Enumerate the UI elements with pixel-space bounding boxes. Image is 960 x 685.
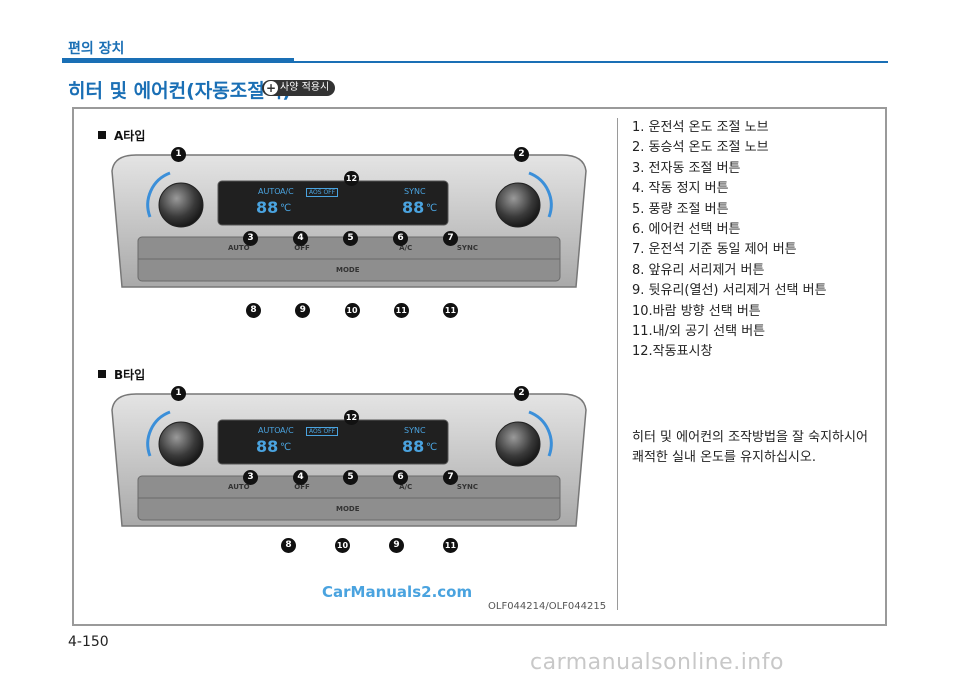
- callout-5: 5: [343, 231, 358, 246]
- callout-11: 11: [443, 538, 458, 553]
- display-sync: SYNC: [404, 426, 426, 435]
- callout-11a: 11: [393, 303, 409, 318]
- type-a-label: A타입: [98, 127, 145, 144]
- callout-1: 1: [171, 386, 186, 401]
- list-item: 7. 운전석 기준 동일 제어 버튼: [632, 242, 797, 258]
- type-b-label-text: B타입: [114, 368, 146, 382]
- callout-3: 3: [243, 470, 258, 485]
- callout-10: 10: [335, 538, 350, 553]
- page-number: 4-150: [68, 634, 109, 650]
- list-item: 11.내/외 공기 선택 버튼: [632, 324, 766, 340]
- display-aos: AOS OFF: [306, 188, 339, 197]
- display-temp-left: 88: [256, 198, 279, 217]
- auto-button[interactable]: AUTO: [228, 244, 250, 252]
- climate-panel-b: AUTO A/C AOS OFF SYNC 88 ℃ 88 ℃ AUTO OFF…: [108, 384, 590, 553]
- callout-6: 6: [393, 470, 408, 485]
- callout-row-bottom: 8 10 9 11: [281, 538, 458, 553]
- list-item: 1. 운전석 온도 조절 노브: [632, 120, 769, 135]
- off-button[interactable]: OFF: [294, 483, 310, 491]
- sync-button[interactable]: SYNC: [456, 483, 478, 491]
- list-item: 10.바람 방향 선택 버튼: [632, 303, 761, 319]
- footer-watermark: carmanualsonline.info: [530, 650, 784, 675]
- list-item: 9. 뒷유리(열선) 서리제거 선택 버튼: [632, 283, 827, 299]
- mode-button[interactable]: MODE: [336, 266, 360, 274]
- callout-6: 6: [393, 231, 408, 246]
- callout-9: 9: [389, 538, 404, 553]
- type-a-label-text: A타입: [114, 129, 146, 143]
- callout-4: 4: [293, 470, 308, 485]
- callout-10: 10: [344, 303, 360, 318]
- top-button-row: AUTO OFF A/C SYNC: [228, 483, 478, 497]
- display-unit-right: ℃: [426, 203, 438, 214]
- panel-b-illustration: [111, 393, 587, 527]
- display-unit-right: ℃: [426, 442, 438, 453]
- frame-divider: [617, 118, 618, 610]
- display-temp-right: 88: [402, 198, 425, 217]
- display-sync: SYNC: [404, 187, 426, 196]
- page-title: 히터 및 에어컨(자동조절식): [68, 80, 291, 102]
- callout-2: 2: [514, 147, 529, 162]
- plus-icon: +: [264, 81, 278, 95]
- off-button[interactable]: OFF: [294, 244, 310, 252]
- description-line: 쾌적한 실내 온도를 유지하십시오.: [632, 450, 816, 465]
- callout-11b: 11: [443, 303, 458, 318]
- callout-8: 8: [246, 303, 261, 318]
- sync-button[interactable]: SYNC: [456, 244, 478, 252]
- climate-panel-a: AUTO A/C AOS OFF SYNC 88 ℃ 88 ℃ AUTO OFF…: [108, 145, 590, 318]
- list-item: 6. 에어컨 선택 버튼: [632, 222, 741, 238]
- list-item: 8. 앞유리 서리제거 버튼: [632, 262, 765, 278]
- display-temp-right: 88: [402, 437, 425, 456]
- callout-4: 4: [293, 231, 308, 246]
- component-list: 1. 운전석 온도 조절 노브 2. 동승석 온도 조절 노브 3. 전자동 조…: [632, 118, 827, 363]
- section-title: 편의 장치: [68, 41, 125, 57]
- square-bullet-icon: [98, 370, 106, 378]
- callout-row-bottom: 8 9 10 11 11: [246, 303, 458, 318]
- figure-caption: OLF044214/OLF044215: [488, 601, 607, 612]
- callout-12: 12: [344, 410, 359, 425]
- list-item: 5. 풍량 조절 버튼: [632, 201, 729, 217]
- header-rule-thick: [62, 58, 294, 63]
- list-item: 3. 전자동 조절 버튼: [632, 160, 741, 176]
- option-badge: + 사양 적용시: [262, 80, 336, 96]
- list-item: 2. 동승석 온도 조절 노브: [632, 140, 769, 156]
- description-line: 히터 및 에어컨의 조작방법을 잘 숙지하시어: [632, 430, 868, 445]
- header-rule-thin: [294, 61, 888, 63]
- callout-7: 7: [443, 470, 458, 485]
- list-item: 4. 작동 정지 버튼: [632, 181, 729, 197]
- callout-7: 7: [443, 231, 458, 246]
- option-badge-label: 사양 적용시: [280, 82, 330, 93]
- ac-button[interactable]: A/C: [399, 483, 413, 491]
- figure-frame: [72, 107, 887, 626]
- mode-button[interactable]: MODE: [336, 505, 360, 513]
- callout-1: 1: [171, 147, 186, 162]
- callout-5: 5: [343, 470, 358, 485]
- type-b-label: B타입: [98, 366, 145, 383]
- callout-row-mid: 3 4 5 6 7: [243, 231, 458, 246]
- display-auto: AUTO: [258, 426, 281, 435]
- callout-2: 2: [514, 386, 529, 401]
- top-button-row: AUTO OFF A/C SYNC: [228, 244, 478, 258]
- list-item: 12.작동표시창: [632, 344, 713, 360]
- panel-a-illustration: [111, 154, 587, 288]
- display-temp-left: 88: [256, 437, 279, 456]
- display-ac: A/C: [280, 187, 294, 196]
- watermark: CarManuals2.com: [322, 583, 473, 601]
- display-ac: A/C: [280, 426, 294, 435]
- display-unit-left: ℃: [280, 442, 292, 453]
- display-unit-left: ℃: [280, 203, 292, 214]
- ac-button[interactable]: A/C: [399, 244, 413, 252]
- callout-12: 12: [344, 171, 359, 186]
- callout-3: 3: [243, 231, 258, 246]
- callout-9: 9: [295, 303, 311, 318]
- square-bullet-icon: [98, 131, 106, 139]
- callout-row-mid: 3 4 5 6 7: [243, 470, 458, 485]
- description: 히터 및 에어컨의 조작방법을 잘 숙지하시어 쾌적한 실내 온도를 유지하십시…: [632, 428, 882, 468]
- callout-8: 8: [281, 538, 296, 553]
- display-aos: AOS OFF: [306, 427, 339, 436]
- display-auto: AUTO: [258, 187, 281, 196]
- auto-button[interactable]: AUTO: [228, 483, 250, 491]
